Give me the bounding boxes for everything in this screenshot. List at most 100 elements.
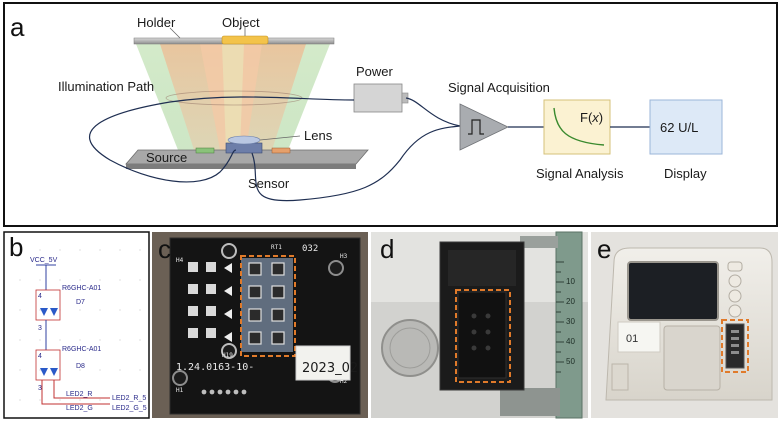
h19-label: H19 — [222, 352, 233, 359]
power-link-wire — [405, 97, 461, 127]
ruler-label-30: 30 — [566, 317, 575, 326]
silk-top: 032 — [302, 244, 318, 254]
button-4 — [728, 304, 742, 318]
sticker-text: 2023_02 — [302, 361, 358, 376]
module-holes — [471, 313, 491, 351]
function-label: F(x) — [580, 110, 603, 125]
object-sample — [221, 35, 269, 45]
rt1-label: RT1 — [271, 244, 282, 251]
panel-c-letter: c — [158, 234, 171, 264]
d7-pin3: 3 — [38, 325, 42, 332]
panel-d-letter: d — [380, 234, 394, 264]
lens-element — [227, 135, 261, 145]
vcc-label: VCC_5V — [30, 257, 58, 264]
highlight-box — [240, 255, 296, 357]
panel-a-frame — [3, 2, 778, 227]
ruler-label-50: 50 — [566, 357, 575, 366]
mount-hole-right — [328, 260, 344, 276]
d8-body — [35, 349, 61, 381]
ruler-label-40: 40 — [566, 337, 575, 346]
d8-led-a-icon — [40, 368, 48, 376]
caliper-jaw-top — [520, 236, 558, 248]
board-code: 1.24.0163-10- — [176, 362, 254, 373]
led-g-wire — [53, 380, 110, 399]
d8-part: R6GHC-A01 — [62, 346, 101, 353]
d7-led-b-icon — [50, 308, 58, 316]
sensor-chip — [225, 142, 263, 154]
analyzer-buttons — [727, 261, 743, 318]
display-label: Display — [664, 166, 707, 181]
led-g-label: LED2_G — [66, 405, 93, 412]
net-g-label: LED2_G_5 — [112, 405, 147, 412]
analyzer-screen — [627, 261, 719, 321]
button-2 — [728, 274, 742, 288]
panel-a: a Holder Object Illumination Path Lens S… — [3, 2, 778, 227]
led-r-label: LED2_R — [66, 391, 92, 398]
module-highlight-box — [455, 289, 511, 383]
ruler-ticks — [556, 261, 564, 373]
panel-c: c 032 RT1 H4 H19 H1 H2 H3 1. — [152, 232, 368, 418]
h4-label: H4 — [176, 257, 184, 264]
holder-label: Holder — [137, 15, 176, 30]
d7-ref: D7 — [76, 299, 85, 306]
h3-label: H3 — [340, 253, 348, 260]
mount-hole-bottom-left — [172, 370, 188, 386]
illumination-path-label: Illumination Path — [58, 79, 154, 94]
panel-e: e 01 — [591, 232, 778, 418]
signal-acquisition-label: Signal Acquisition — [448, 80, 550, 95]
d7-part: R6GHC-A01 — [62, 285, 101, 292]
caliper-jaw-bottom — [500, 388, 560, 416]
d7-led-a-icon — [40, 308, 48, 316]
arrow-icons — [224, 263, 232, 342]
ruler-labels: 10 20 30 40 50 — [566, 277, 575, 366]
analyzer-sticker-text: 01 — [626, 333, 638, 345]
source-led-left — [195, 147, 215, 154]
h2-label: H2 — [340, 378, 348, 385]
net-r-label: LED2_R_5 — [112, 395, 146, 402]
led-pads — [188, 262, 216, 338]
d7-pin4: 4 — [38, 293, 42, 300]
d8-pin3: 3 — [38, 385, 42, 392]
sticker-label — [295, 345, 351, 381]
amplifier — [459, 103, 509, 151]
led-r-wire — [41, 380, 110, 405]
panel-b-frame — [3, 231, 150, 419]
panel-b: b VCC_5V R6GHC-A01 D7 4 3 R6GHC-A01 D8 4… — [3, 231, 150, 419]
header-pins — [201, 389, 247, 395]
slot-highlight-box — [721, 319, 749, 373]
ruler-label-20: 20 — [566, 297, 575, 306]
h1-label: H1 — [176, 387, 184, 394]
holder-pointer — [169, 27, 181, 39]
button-1 — [727, 261, 743, 272]
decay-curve — [553, 107, 605, 146]
panel-d: d 10 20 30 40 50 — [371, 231, 588, 419]
base-plate-edge — [126, 164, 356, 169]
lens-label: Lens — [304, 128, 333, 143]
source-label: Source — [146, 150, 187, 165]
d7-body — [35, 289, 61, 321]
lens-pointer — [259, 135, 301, 141]
power-box — [353, 83, 403, 113]
object-label: Object — [222, 15, 260, 30]
pulse-icon — [468, 119, 484, 135]
display-value: 62 U/L — [660, 120, 698, 135]
ruler-label-10: 10 — [566, 277, 575, 286]
slot-contacts — [731, 330, 739, 354]
coin-ring — [389, 327, 431, 369]
source-led-right — [271, 147, 291, 154]
panel-e-letter: e — [597, 234, 611, 264]
analyzer-sticker — [617, 321, 661, 353]
power-wire — [88, 96, 355, 183]
analyzer-lid — [663, 325, 721, 391]
panel-a-letter: a — [10, 12, 25, 42]
display-box — [649, 99, 723, 155]
caliper-beam — [555, 231, 583, 419]
module-top-pocket — [448, 250, 516, 286]
panel-b-letter: b — [9, 232, 23, 262]
button-3 — [728, 289, 742, 303]
led-chips — [248, 262, 285, 345]
d8-pin4: 4 — [38, 353, 42, 360]
module-slot — [457, 291, 507, 379]
d8-ref: D8 — [76, 363, 85, 370]
